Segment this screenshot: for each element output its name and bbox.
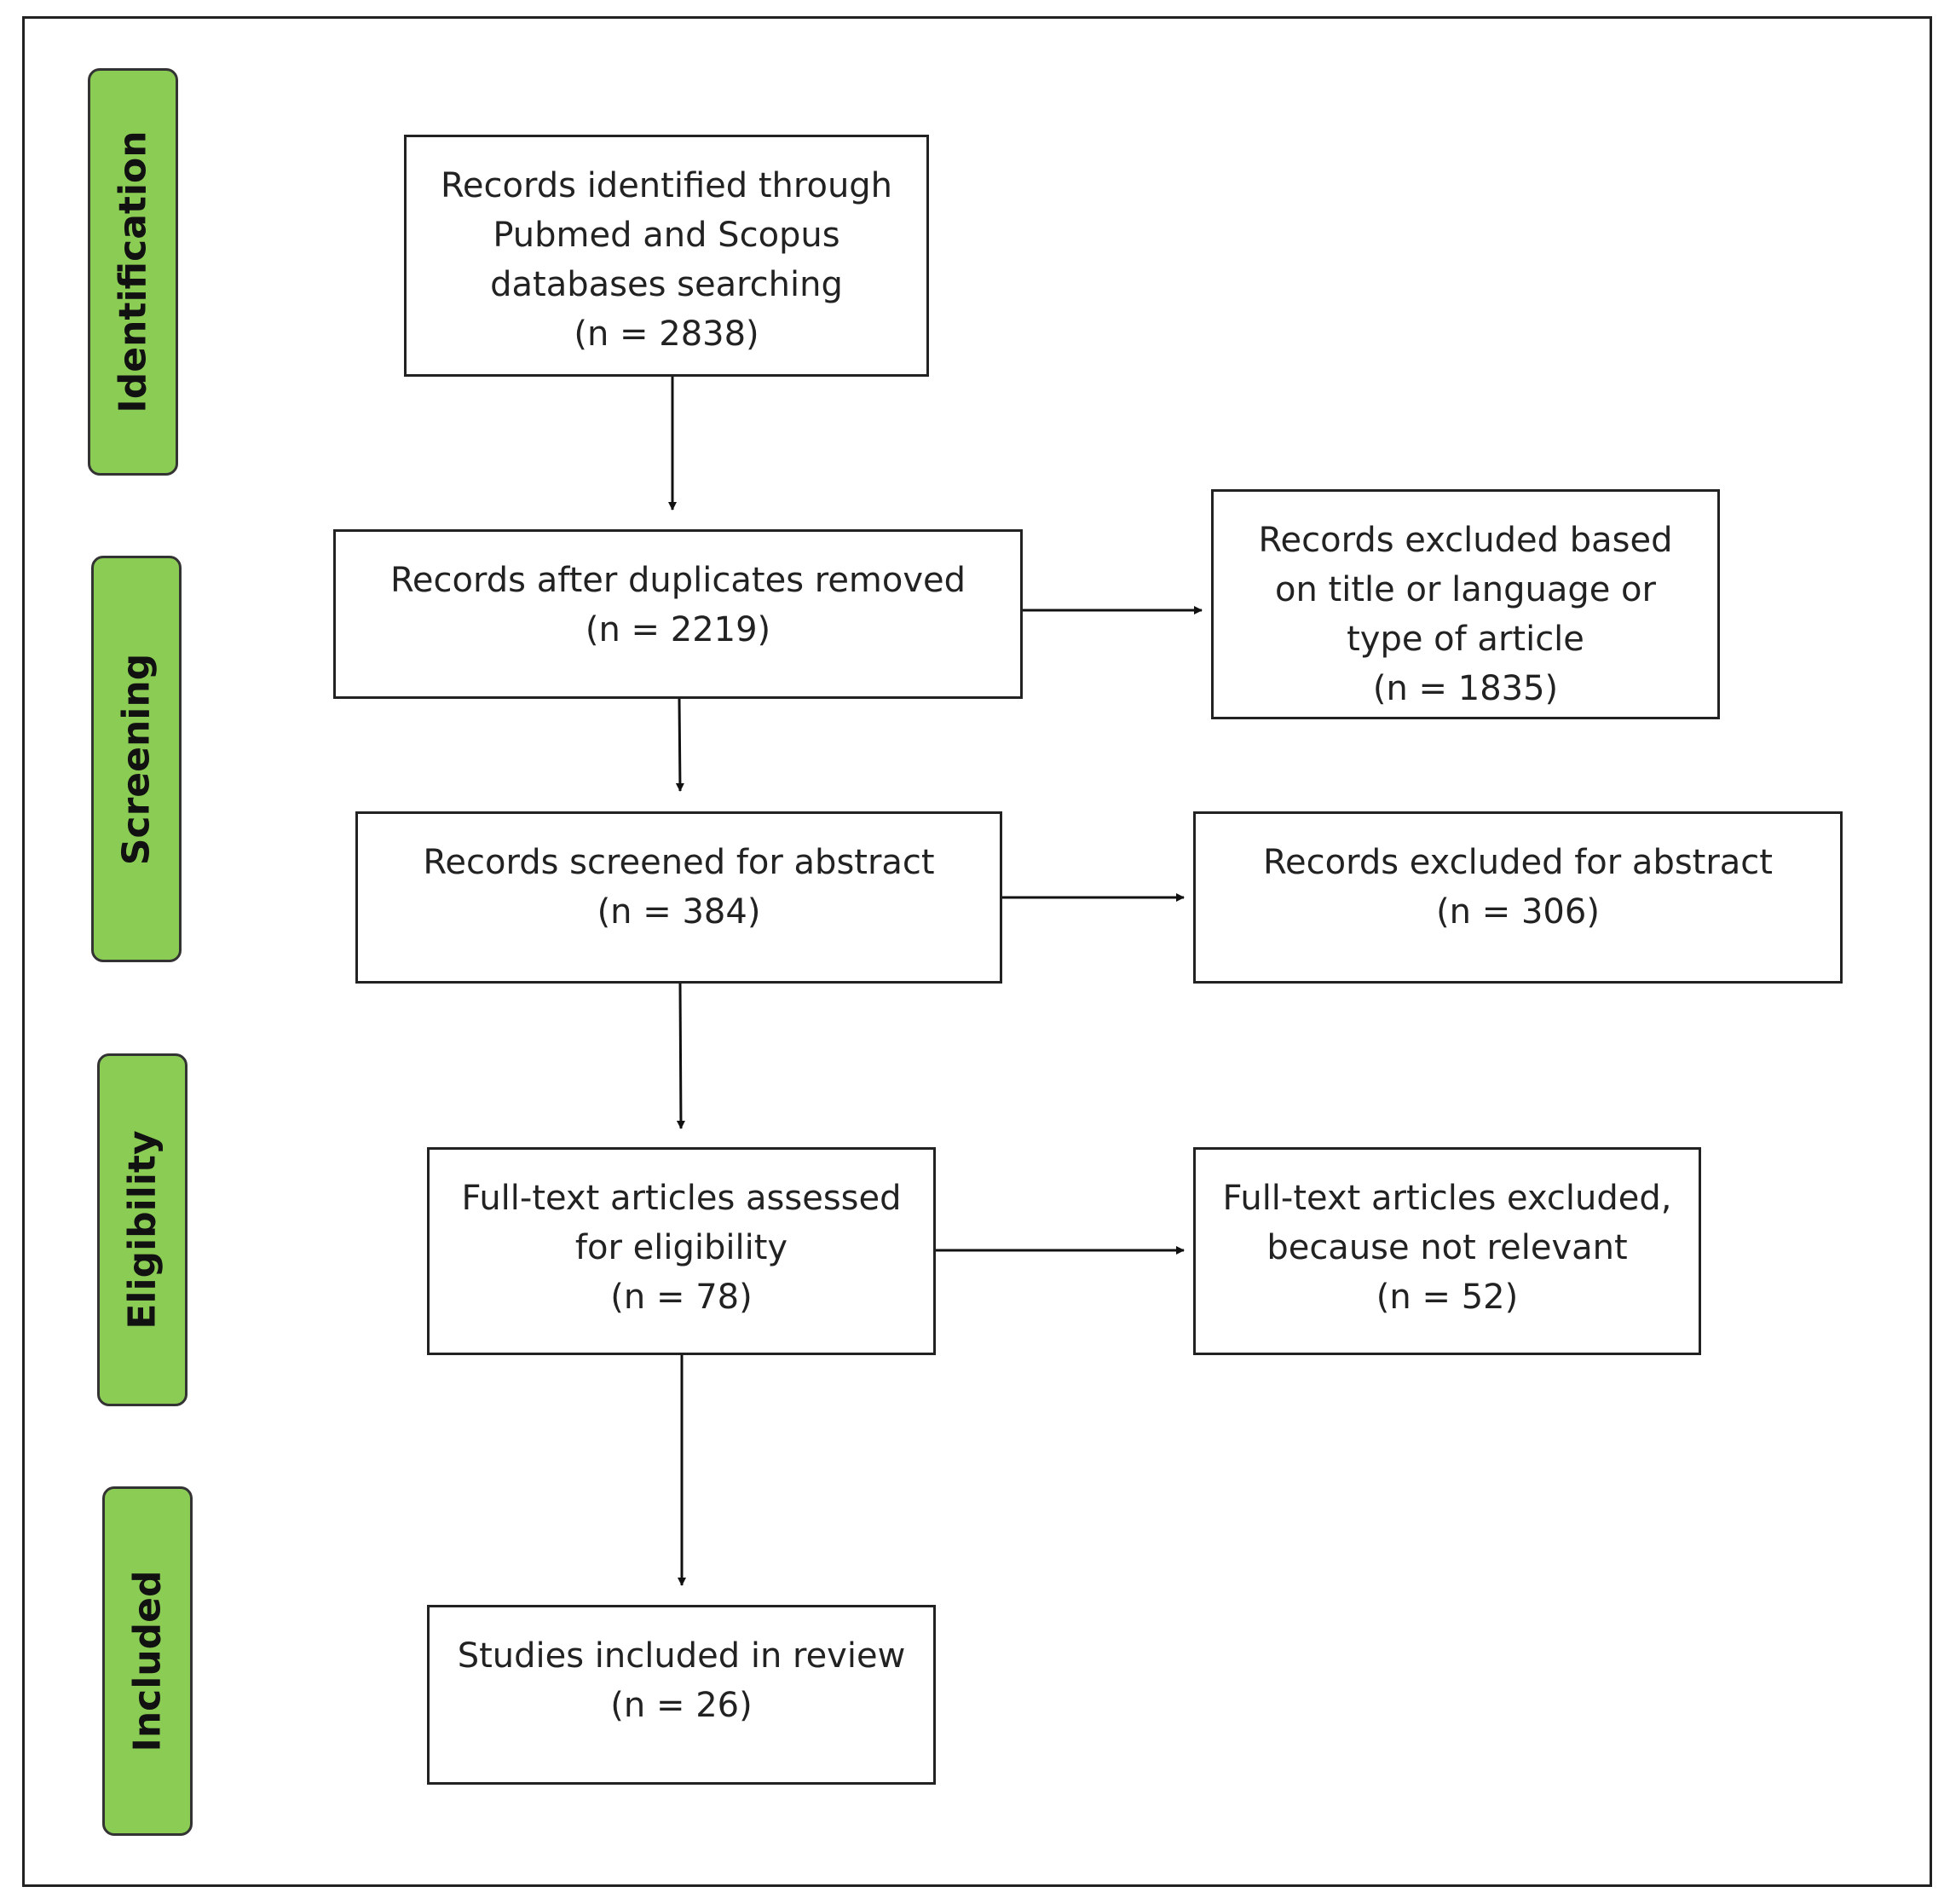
box-fulltext-excluded-line-1: Full-text articles excluded, (1222, 1179, 1672, 1218)
box-excluded-abstract-line-1: Records excluded for abstract (1263, 843, 1773, 882)
box-studies-included: Studies included in review (n = 26) (427, 1605, 936, 1785)
box-after-duplicates-line-1: Records after duplicates removed (389, 561, 966, 600)
box-fulltext-assessed: Full-text articles assessed for eligibil… (427, 1147, 936, 1355)
box-fulltext-assessed-line-2: for eligibility (574, 1228, 788, 1267)
box-records-excluded-abstract: Records excluded for abstract (n = 306) (1193, 811, 1843, 984)
box-records-identified-line-1: Records identified through (440, 166, 893, 205)
box-records-screened-abstract: Records screened for abstract (n = 384) (355, 811, 1002, 984)
stage-screening: Screening (91, 556, 182, 962)
stage-eligibility: Eligibility (97, 1053, 188, 1406)
box-excluded-title-line-3: type of article (1347, 620, 1584, 659)
diagram-frame (22, 16, 1932, 1887)
arrow-after-duplicates-to-screened (675, 698, 684, 792)
box-records-after-duplicates: Records after duplicates removed (n = 22… (333, 529, 1023, 699)
box-fulltext-excluded: Full-text articles excluded, because not… (1193, 1147, 1701, 1355)
stage-included: Included (102, 1486, 193, 1836)
box-fulltext-assessed-line-1: Full-text articles assessed (461, 1179, 902, 1218)
box-records-identified-line-2: Pubmed and Scopus (493, 216, 840, 255)
box-records-identified: Records identified through Pubmed and Sc… (404, 135, 929, 377)
box-studies-included-line-2: (n = 26) (610, 1686, 753, 1725)
box-excluded-title-line-1: Records excluded based (1258, 521, 1673, 560)
box-screened-abstract-line-1: Records screened for abstract (423, 843, 935, 882)
box-fulltext-assessed-line-3: (n = 78) (610, 1278, 753, 1317)
box-excluded-title-line-4: (n = 1835) (1372, 669, 1559, 708)
box-studies-included-line-1: Studies included in review (457, 1636, 906, 1676)
box-fulltext-excluded-line-3: (n = 52) (1376, 1278, 1519, 1317)
box-after-duplicates-line-2: (n = 2219) (585, 610, 771, 649)
box-records-identified-line-4: (n = 2838) (574, 314, 759, 354)
box-excluded-title-line-2: on title or language or (1275, 570, 1656, 609)
box-screened-abstract-line-2: (n = 384) (597, 892, 761, 932)
box-records-identified-line-3: databases searching (490, 265, 843, 304)
stage-identification: Identification (88, 68, 178, 476)
box-excluded-abstract-line-2: (n = 306) (1436, 892, 1600, 932)
arrow-screened-to-fulltext (676, 983, 685, 1129)
box-fulltext-excluded-line-2: because not relevant (1266, 1228, 1628, 1267)
box-records-excluded-title: Records excluded based on title or langu… (1211, 489, 1720, 719)
